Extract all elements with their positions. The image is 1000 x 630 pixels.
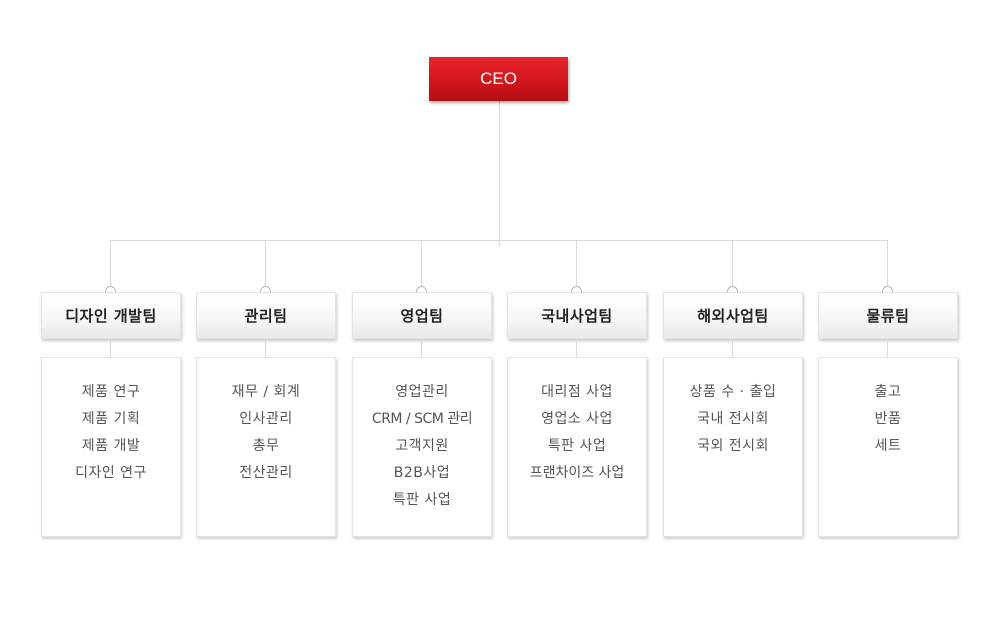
task-list: 상품 수 · 출입 국내 전시회 국외 전시회 [664,358,802,460]
dept-header: 물류팀 [818,292,958,339]
task-item: CRM / SCM 관리 [371,411,473,427]
task-list: 대리점 사업 영업소 사업 특판 사업 프랜차이즈 사업 [508,358,646,487]
ceo-box: CEO [429,57,568,101]
task-item: 인사관리 [239,411,293,427]
task-item: 국외 전시회 [697,438,769,454]
dept-task-box: 재무 / 회계 인사관리 총무 전산관리 [196,357,336,537]
task-list: 출고 반품 세트 [819,358,957,460]
task-item: 특판 사업 [392,492,452,508]
header-to-list-line [887,339,888,357]
ceo-label: CEO [480,69,517,88]
dept-task-box: 제품 연구 제품 기획 제품 개발 디자인 연구 [41,357,181,537]
header-to-list-line [110,339,111,357]
task-item: 제품 기획 [81,411,141,427]
task-item: 디자인 연구 [75,465,147,481]
task-item: 총무 [252,438,280,454]
header-to-list-line [421,339,422,357]
task-item: 영업관리 [395,384,449,400]
dept-name: 물류팀 [866,307,910,325]
dept-task-box: 출고 반품 세트 [818,357,958,537]
header-to-list-line [265,339,266,357]
task-list: 재무 / 회계 인사관리 총무 전산관리 [197,358,335,487]
task-item: 반품 [874,411,902,427]
branch-drop-6 [887,240,888,287]
dept-header: 해외사업팀 [663,292,803,339]
task-item: 재무 / 회계 [231,384,301,400]
branch-drop-5 [732,240,733,287]
branch-drop-2 [265,240,266,287]
task-item: 영업소 사업 [541,411,613,427]
task-item: B2B사업 [393,465,451,481]
dept-name: 국내사업팀 [541,307,613,325]
task-item: 고객지원 [395,438,449,454]
task-item: 프랜차이즈 사업 [529,465,625,481]
dept-header: 영업팀 [352,292,492,339]
header-to-list-line [732,339,733,357]
task-item: 특판 사업 [547,438,607,454]
branch-drop-3 [421,240,422,287]
task-item: 국내 전시회 [697,411,769,427]
dept-task-box: 대리점 사업 영업소 사업 특판 사업 프랜차이즈 사업 [507,357,647,537]
dept-task-box: 영업관리 CRM / SCM 관리 고객지원 B2B사업 특판 사업 [352,357,492,537]
branch-horizontal-line [110,240,888,241]
task-item: 상품 수 · 출입 [689,384,777,400]
task-list: 제품 연구 제품 기획 제품 개발 디자인 연구 [42,358,180,487]
task-item: 제품 개발 [81,438,141,454]
task-item: 출고 [874,384,902,400]
header-to-list-line [576,339,577,357]
ceo-connector-line [499,101,500,247]
dept-header: 디자인 개발팀 [41,292,181,339]
dept-name: 디자인 개발팀 [65,307,157,325]
branch-drop-1 [110,240,111,287]
task-item: 전산관리 [239,465,293,481]
task-item: 세트 [874,438,902,454]
dept-name: 관리팀 [244,307,288,325]
branch-drop-4 [576,240,577,287]
dept-name: 영업팀 [400,307,444,325]
task-item: 대리점 사업 [541,384,613,400]
dept-header: 국내사업팀 [507,292,647,339]
task-item: 제품 연구 [81,384,141,400]
dept-task-box: 상품 수 · 출입 국내 전시회 국외 전시회 [663,357,803,537]
dept-name: 해외사업팀 [697,307,769,325]
dept-header: 관리팀 [196,292,336,339]
task-list: 영업관리 CRM / SCM 관리 고객지원 B2B사업 특판 사업 [353,358,491,514]
